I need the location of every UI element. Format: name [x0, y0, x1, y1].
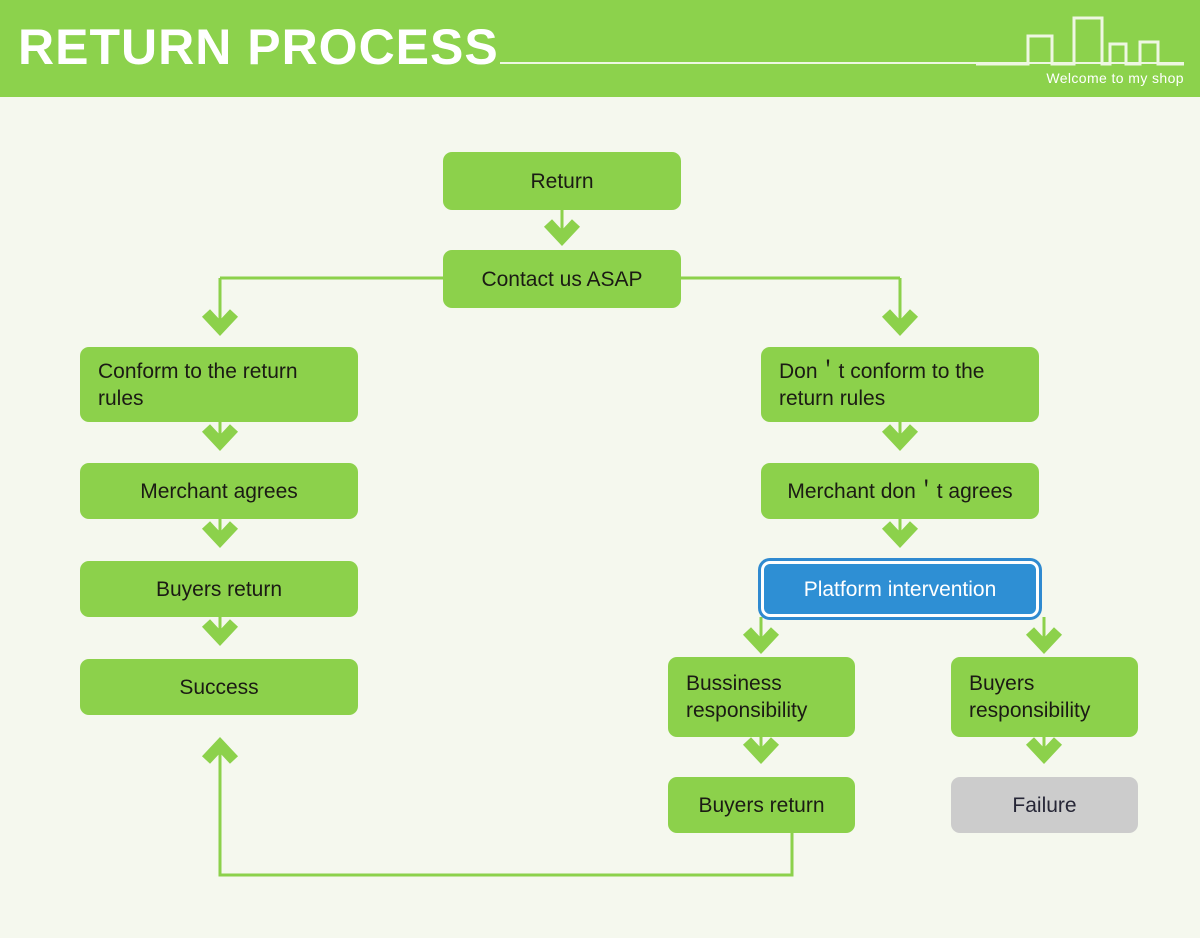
arrowhead-success: [201, 619, 239, 647]
node-contact-us-asap[interactable]: Contact us ASAP: [443, 250, 681, 308]
node-return[interactable]: Return: [443, 152, 681, 210]
slide-header: RETURN PROCESS Welcome to my shop: [0, 0, 1200, 97]
node-merchant-dont-agrees-label: Merchant don＇t agrees: [787, 479, 1013, 503]
node-platform-intervention-label: Platform intervention: [803, 577, 997, 601]
arrowhead-merchant-no: [881, 424, 919, 452]
arrowhead-feedback-success: [201, 736, 239, 764]
node-success-label: Success: [179, 675, 259, 699]
node-buyers-return-right[interactable]: Buyers return: [668, 777, 855, 833]
node-success[interactable]: Success: [80, 659, 358, 715]
node-contact-us-asap-label: Contact us ASAP: [481, 267, 643, 291]
node-buyers-return-left-label: Buyers return: [155, 577, 283, 601]
flowchart-canvas: Return Contact us ASAP Conform to the re…: [0, 97, 1200, 938]
arrowhead-buyers-resp: [1025, 627, 1063, 655]
node-bussiness-responsibility-label: Bussiness responsibility: [686, 672, 808, 722]
node-buyers-responsibility-label: Buyers responsibility: [969, 672, 1091, 722]
node-bussiness-responsibility[interactable]: Bussiness responsibility: [668, 657, 855, 737]
arrowhead-business-resp: [742, 627, 780, 655]
node-buyers-return-left[interactable]: Buyers return: [80, 561, 358, 617]
node-merchant-dont-agrees[interactable]: Merchant don＇t agrees: [761, 463, 1039, 519]
node-return-label: Return: [530, 169, 594, 193]
node-failure[interactable]: Failure: [951, 777, 1138, 833]
node-conform-to-return-rules-label: Conform to the return rules: [98, 359, 298, 410]
shop-tagline: Welcome to my shop: [1046, 70, 1184, 86]
arrowhead-buyers-return-left: [201, 521, 239, 549]
node-buyers-responsibility[interactable]: Buyers responsibility: [951, 657, 1138, 737]
arrowhead-buyers-return-right: [742, 737, 780, 765]
node-dont-conform-to-return-rules[interactable]: Don＇t conform to the return rules: [761, 347, 1039, 422]
arrowhead-contact: [543, 219, 581, 247]
node-merchant-agrees[interactable]: Merchant agrees: [80, 463, 358, 519]
arrowhead-failure: [1025, 737, 1063, 765]
arrowhead-conform: [201, 309, 239, 337]
edge-feedback-loop: [218, 745, 794, 877]
node-merchant-agrees-label: Merchant agrees: [140, 479, 298, 503]
title-divider: [500, 62, 1184, 64]
node-dont-conform-to-return-rules-label: Don＇t conform to the return rules: [779, 359, 985, 410]
flowchart-edges: [201, 210, 1063, 877]
node-platform-intervention[interactable]: Platform intervention: [761, 561, 1039, 617]
arrowhead-merchant-ok: [201, 424, 239, 452]
node-buyers-return-right-label: Buyers return: [698, 793, 825, 817]
city-skyline-icon: [976, 16, 1184, 66]
arrowhead-notconform: [881, 309, 919, 337]
node-conform-to-return-rules[interactable]: Conform to the return rules: [80, 347, 358, 422]
node-failure-label: Failure: [1012, 793, 1077, 817]
arrowhead-platform: [881, 521, 919, 549]
page-title: RETURN PROCESS: [18, 19, 499, 75]
